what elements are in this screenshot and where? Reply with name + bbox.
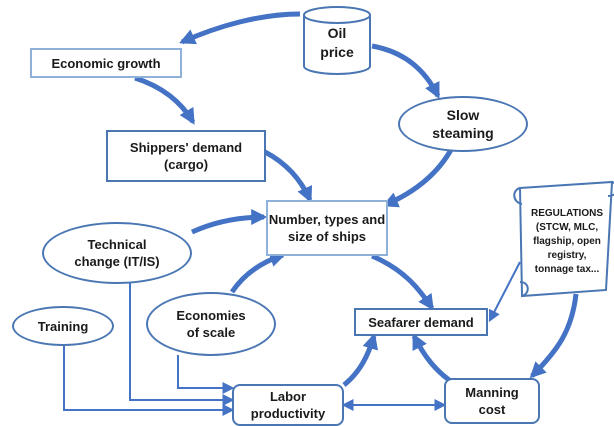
- arrow-technical-to-labor: [129, 263, 235, 406]
- shippers-demand-box: Shippers' demand (cargo): [106, 130, 266, 182]
- economies-of-scale-line-1: Economies: [176, 308, 246, 323]
- number-types-size-box: Number, types and size of ships: [266, 200, 388, 256]
- labor-productivity-line-1: Labor: [269, 389, 307, 404]
- oil-price-line-2: price: [320, 44, 354, 60]
- regulations-scroll: [513, 180, 614, 298]
- arrow-economies-to-number-types: [229, 251, 287, 294]
- labor-productivity-box: Labor productivity: [232, 384, 344, 426]
- technical-change-line-2: change (IT/IS): [74, 254, 160, 269]
- oil-price-label: Oil price: [306, 24, 368, 62]
- slow-steaming-ellipse: Slow steaming: [398, 96, 528, 152]
- arrow-shippers-to-number-types: [263, 149, 313, 203]
- arrow-number-types-to-seafarer: [371, 253, 435, 311]
- arrow-training-to-labor: [63, 346, 235, 416]
- shippers-demand-line-1: Shippers' demand: [129, 140, 243, 155]
- manning-cost-box: Manning cost: [444, 378, 540, 424]
- regulations-line-5: tonnage tax...: [534, 264, 600, 275]
- technical-change-ellipse: Technical change (IT/IS): [42, 222, 192, 284]
- seafarer-demand-box: Seafarer demand: [354, 308, 488, 336]
- regulations-line-4: registry,: [547, 250, 587, 261]
- arrow-slow-steaming-to-number-types: [382, 146, 455, 208]
- manning-cost-line-1: Manning: [465, 385, 519, 400]
- arrow-manning-to-seafarer: [411, 333, 457, 387]
- arrow-oil-to-economic-growth: [179, 11, 301, 45]
- oil-price-cylinder: [303, 6, 371, 75]
- economic-growth-label: Economic growth: [51, 55, 161, 71]
- economic-growth-box: Economic growth: [30, 48, 182, 78]
- training-label: Training: [37, 318, 89, 334]
- oil-price-line-1: Oil: [327, 25, 347, 41]
- arrow-oil-to-slow-steaming: [371, 43, 441, 99]
- regulations-label: REGULATIONS (STCW, MLC, flagship, open r…: [522, 207, 612, 277]
- labor-productivity-line-2: productivity: [250, 406, 326, 421]
- regulations-line-3: flagship, open: [533, 236, 601, 247]
- seafarer-demand-label: Seafarer demand: [368, 314, 474, 330]
- shippers-demand-line-2: (cargo): [163, 157, 209, 172]
- economies-of-scale-line-2: of scale: [186, 325, 236, 340]
- number-types-size-line-2: size of ships: [287, 229, 367, 244]
- slow-steaming-line-2: steaming: [432, 125, 494, 141]
- arrow-regulations-to-seafarer: [488, 261, 521, 323]
- arrow-economies-to-labor: [177, 355, 235, 394]
- arrow-technical-to-number-types: [190, 209, 268, 235]
- manning-cost-line-2: cost: [478, 402, 506, 417]
- arrow-regulations-to-manning: [529, 293, 579, 379]
- number-types-size-line-1: Number, types and: [268, 212, 386, 227]
- regulations-line-2: (STCW, MLC,: [535, 222, 599, 233]
- arrow-economic-growth-to-shippers: [134, 75, 196, 125]
- slow-steaming-line-1: Slow: [446, 107, 480, 123]
- regulations-line-1: REGULATIONS: [530, 208, 604, 219]
- economies-of-scale-ellipse: Economies of scale: [146, 292, 276, 356]
- arrow-labor-to-seafarer: [342, 332, 378, 387]
- training-ellipse: Training: [12, 306, 114, 346]
- technical-change-line-1: Technical: [87, 237, 147, 252]
